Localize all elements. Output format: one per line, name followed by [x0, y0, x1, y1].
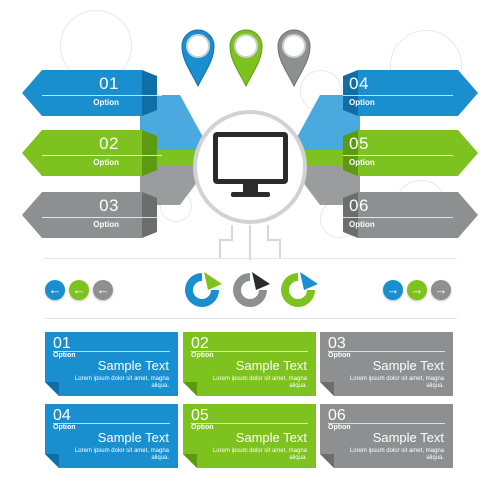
card-title: Sample Text [97, 430, 169, 445]
refresh-icon[interactable] [230, 270, 270, 310]
option-label: Option [93, 158, 119, 167]
card-label: Option [53, 352, 76, 359]
option-number: 03 [99, 196, 119, 215]
arrow-left-icon[interactable]: ← [93, 280, 113, 300]
nav-glyph: ← [96, 282, 110, 297]
option-rule [343, 155, 453, 156]
card-rule [191, 423, 308, 424]
card-label: Option [191, 352, 214, 359]
card-title: Sample Text [97, 358, 169, 373]
connector-band-blue-right [290, 95, 360, 150]
card-rule [328, 351, 445, 352]
card-body: Lorem ipsum dolor sit amet, magna aliqua… [212, 448, 307, 461]
card-number: 04 [53, 407, 71, 424]
option-number: 04 [349, 74, 369, 93]
card-rule [191, 351, 308, 352]
card-body: Lorem ipsum dolor sit amet, magna aliqua… [349, 448, 444, 461]
nav-glyph: → [410, 282, 424, 297]
arrow-left-icon[interactable]: ← [69, 280, 89, 300]
card-title: Sample Text [235, 430, 307, 445]
card-number: 05 [191, 407, 209, 424]
refresh-icon[interactable] [278, 270, 318, 310]
card-label: Option [191, 424, 214, 431]
connector-band-gray-left [140, 165, 210, 205]
option-number: 05 [349, 134, 369, 153]
card-number: 06 [328, 407, 346, 424]
card-body: Lorem ipsum dolor sit amet, magna aliqua… [74, 376, 169, 389]
card-number: 01 [53, 335, 71, 352]
connector-band-gray-right [290, 165, 360, 205]
card-body: Lorem ipsum dolor sit amet, magna aliqua… [212, 376, 307, 389]
option-label: Option [349, 98, 375, 107]
card-title: Sample Text [372, 358, 444, 373]
circuit-lines [219, 225, 281, 260]
card-label: Option [328, 424, 351, 431]
connector-band-blue-left [140, 95, 210, 150]
arrow-right-icon[interactable]: → [383, 280, 403, 300]
card-label: Option [53, 424, 76, 431]
option-rule [343, 217, 453, 218]
nav-glyph: → [434, 282, 448, 297]
card-rule [53, 423, 170, 424]
monitor-icon [213, 132, 288, 197]
option-rule [42, 217, 162, 218]
connector-band-green-left [140, 150, 210, 165]
option-number: 02 [99, 134, 119, 153]
option-number: 06 [349, 196, 369, 215]
card-number: 02 [191, 335, 209, 352]
arrow-right-icon[interactable]: → [431, 280, 451, 300]
refresh-icon[interactable] [182, 270, 222, 310]
option-label: Option [93, 98, 119, 107]
card-body: Lorem ipsum dolor sit amet, magna aliqua… [74, 448, 169, 461]
option-rule [42, 95, 162, 96]
option-label: Option [93, 220, 119, 229]
option-rule [343, 95, 453, 96]
card-title: Sample Text [372, 430, 444, 445]
monitor-hub [193, 110, 308, 225]
nav-glyph: ← [72, 282, 86, 297]
nav-glyph: → [386, 282, 400, 297]
option-rule [42, 155, 162, 156]
map-pin-icon[interactable] [276, 28, 312, 88]
option-label: Option [349, 220, 375, 229]
nav-glyph: ← [48, 282, 62, 297]
card-rule [53, 351, 170, 352]
map-pin-icon[interactable] [180, 28, 216, 88]
card-label: Option [328, 352, 351, 359]
map-pin-icon[interactable] [228, 28, 264, 88]
option-label: Option [349, 158, 375, 167]
card-number: 03 [328, 335, 346, 352]
divider-top [45, 258, 457, 259]
card-body: Lorem ipsum dolor sit amet, magna aliqua… [349, 376, 444, 389]
divider-bottom [45, 318, 457, 319]
connector-band-green-right [290, 150, 360, 165]
card-rule [328, 423, 445, 424]
arrow-left-icon[interactable]: ← [45, 280, 65, 300]
arrow-right-icon[interactable]: → [407, 280, 427, 300]
card-title: Sample Text [235, 358, 307, 373]
option-number: 01 [99, 74, 119, 93]
